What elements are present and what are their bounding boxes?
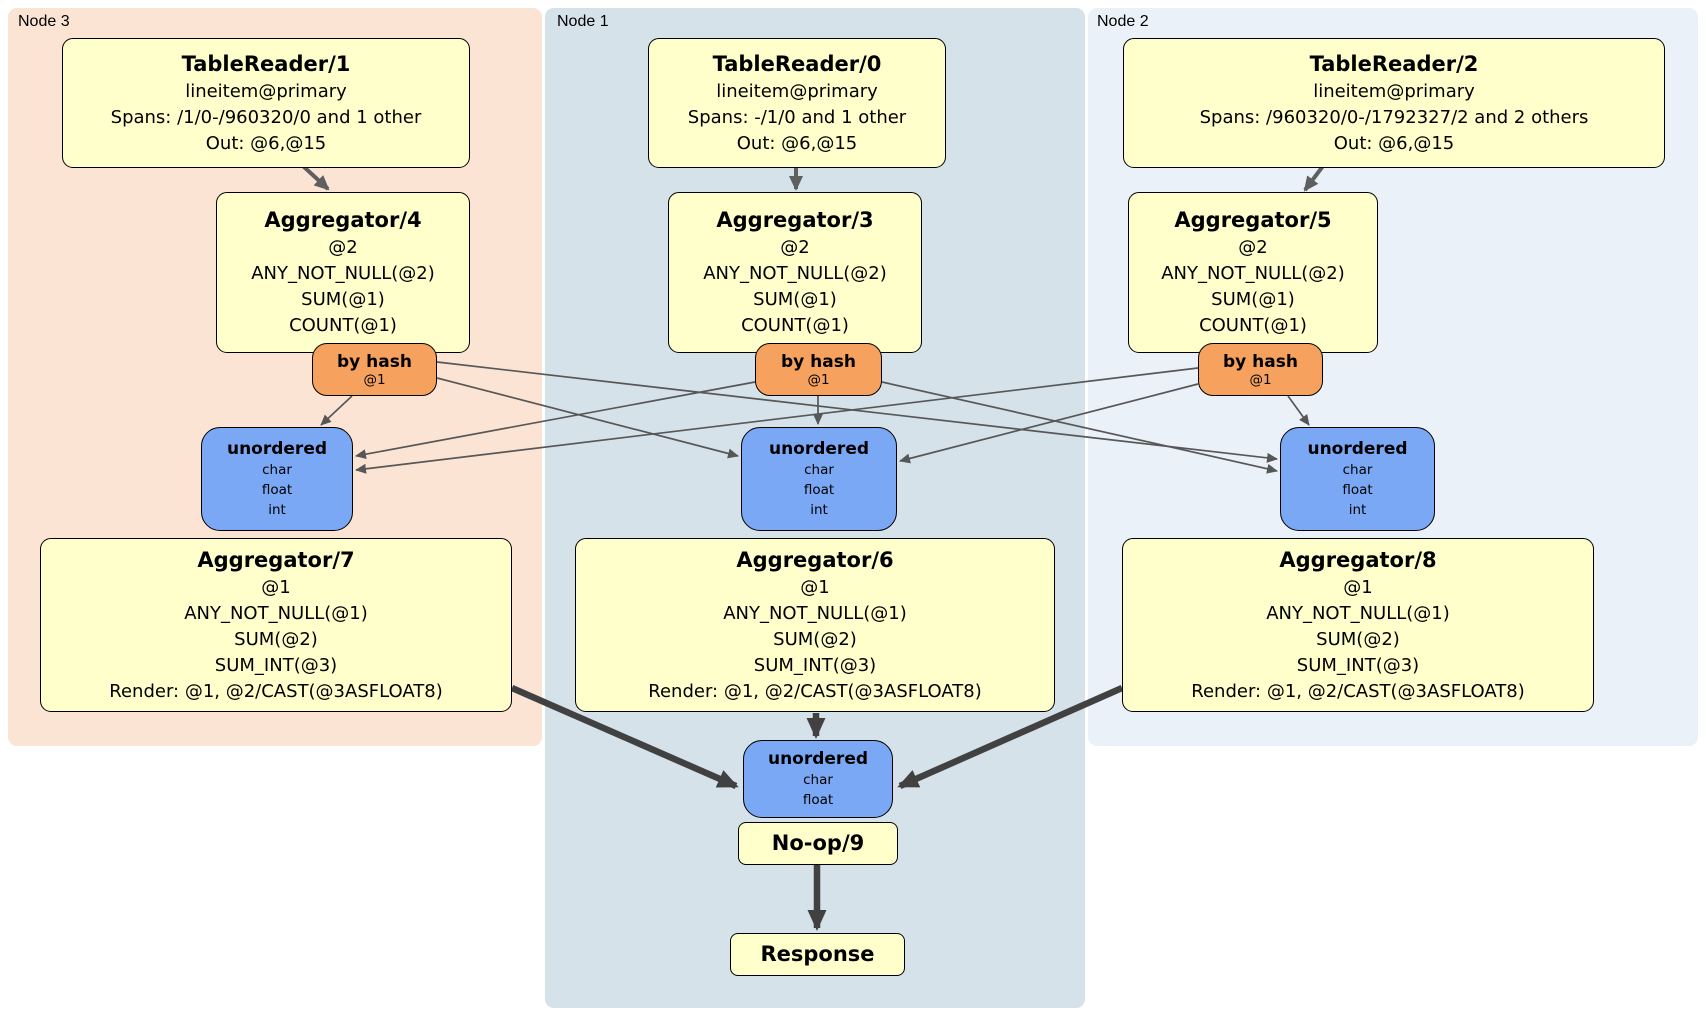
processor-aggregator-8: Aggregator/8 @1 ANY_NOT_NULL(@1) SUM(@2)… [1122, 538, 1594, 712]
processor-title: Aggregator/4 [264, 208, 422, 232]
processor-title: Aggregator/5 [1174, 208, 1332, 232]
region-label-node3: Node 3 [18, 13, 70, 30]
processor-spans: Spans: /1/0-/960320/0 and 1 other [110, 106, 422, 128]
processor-aggregator-6: Aggregator/6 @1 ANY_NOT_NULL(@1) SUM(@2)… [575, 538, 1055, 712]
processor-title: Aggregator/6 [736, 547, 894, 572]
processor-tablereader-0: TableReader/0 lineitem@primary Spans: -/… [648, 38, 946, 168]
processor-spans: Spans: /960320/0-/1792327/2 and 2 others [1199, 106, 1589, 128]
router-by-hash-node1: by hash @1 [755, 343, 882, 396]
processor-tablereader-1: TableReader/1 lineitem@primary Spans: /1… [62, 38, 470, 168]
region-label-node1: Node 1 [557, 13, 609, 30]
processor-title: TableReader/2 [1309, 51, 1479, 76]
processor-noop-9: No-op/9 [738, 822, 898, 865]
processor-aggregator-3: Aggregator/3 @2 ANY_NOT_NULL(@2) SUM(@1)… [668, 192, 922, 353]
router-by-hash-node2: by hash @1 [1198, 343, 1323, 396]
sync-unordered-node2: unordered char float int [1280, 427, 1435, 531]
processor-index: lineitem@primary [1313, 80, 1475, 102]
sync-unordered-final: unordered char float [743, 740, 893, 818]
processor-title: TableReader/0 [712, 51, 882, 76]
processor-index: lineitem@primary [185, 80, 347, 102]
processor-aggregator-5: Aggregator/5 @2 ANY_NOT_NULL(@2) SUM(@1)… [1128, 192, 1378, 353]
processor-out: Out: @6,@15 [736, 132, 858, 154]
processor-out: Out: @6,@15 [205, 132, 327, 154]
sync-unordered-node1: unordered char float int [741, 427, 897, 531]
processor-response: Response [730, 933, 905, 976]
processor-title: TableReader/1 [181, 51, 351, 76]
processor-title: Aggregator/3 [716, 208, 874, 232]
router-by-hash-node3: by hash @1 [312, 343, 437, 396]
processor-index: lineitem@primary [716, 80, 878, 102]
processor-aggregator-4: Aggregator/4 @2 ANY_NOT_NULL(@2) SUM(@1)… [216, 192, 470, 353]
processor-title: Aggregator/7 [197, 547, 355, 572]
processor-aggregator-7: Aggregator/7 @1 ANY_NOT_NULL(@1) SUM(@2)… [40, 538, 512, 712]
processor-spans: Spans: -/1/0 and 1 other [687, 106, 907, 128]
processor-out: Out: @6,@15 [1333, 132, 1455, 154]
sync-unordered-node3: unordered char float int [201, 427, 353, 531]
processor-title: Aggregator/8 [1279, 547, 1437, 572]
region-label-node2: Node 2 [1097, 13, 1149, 30]
processor-tablereader-2: TableReader/2 lineitem@primary Spans: /9… [1123, 38, 1665, 168]
